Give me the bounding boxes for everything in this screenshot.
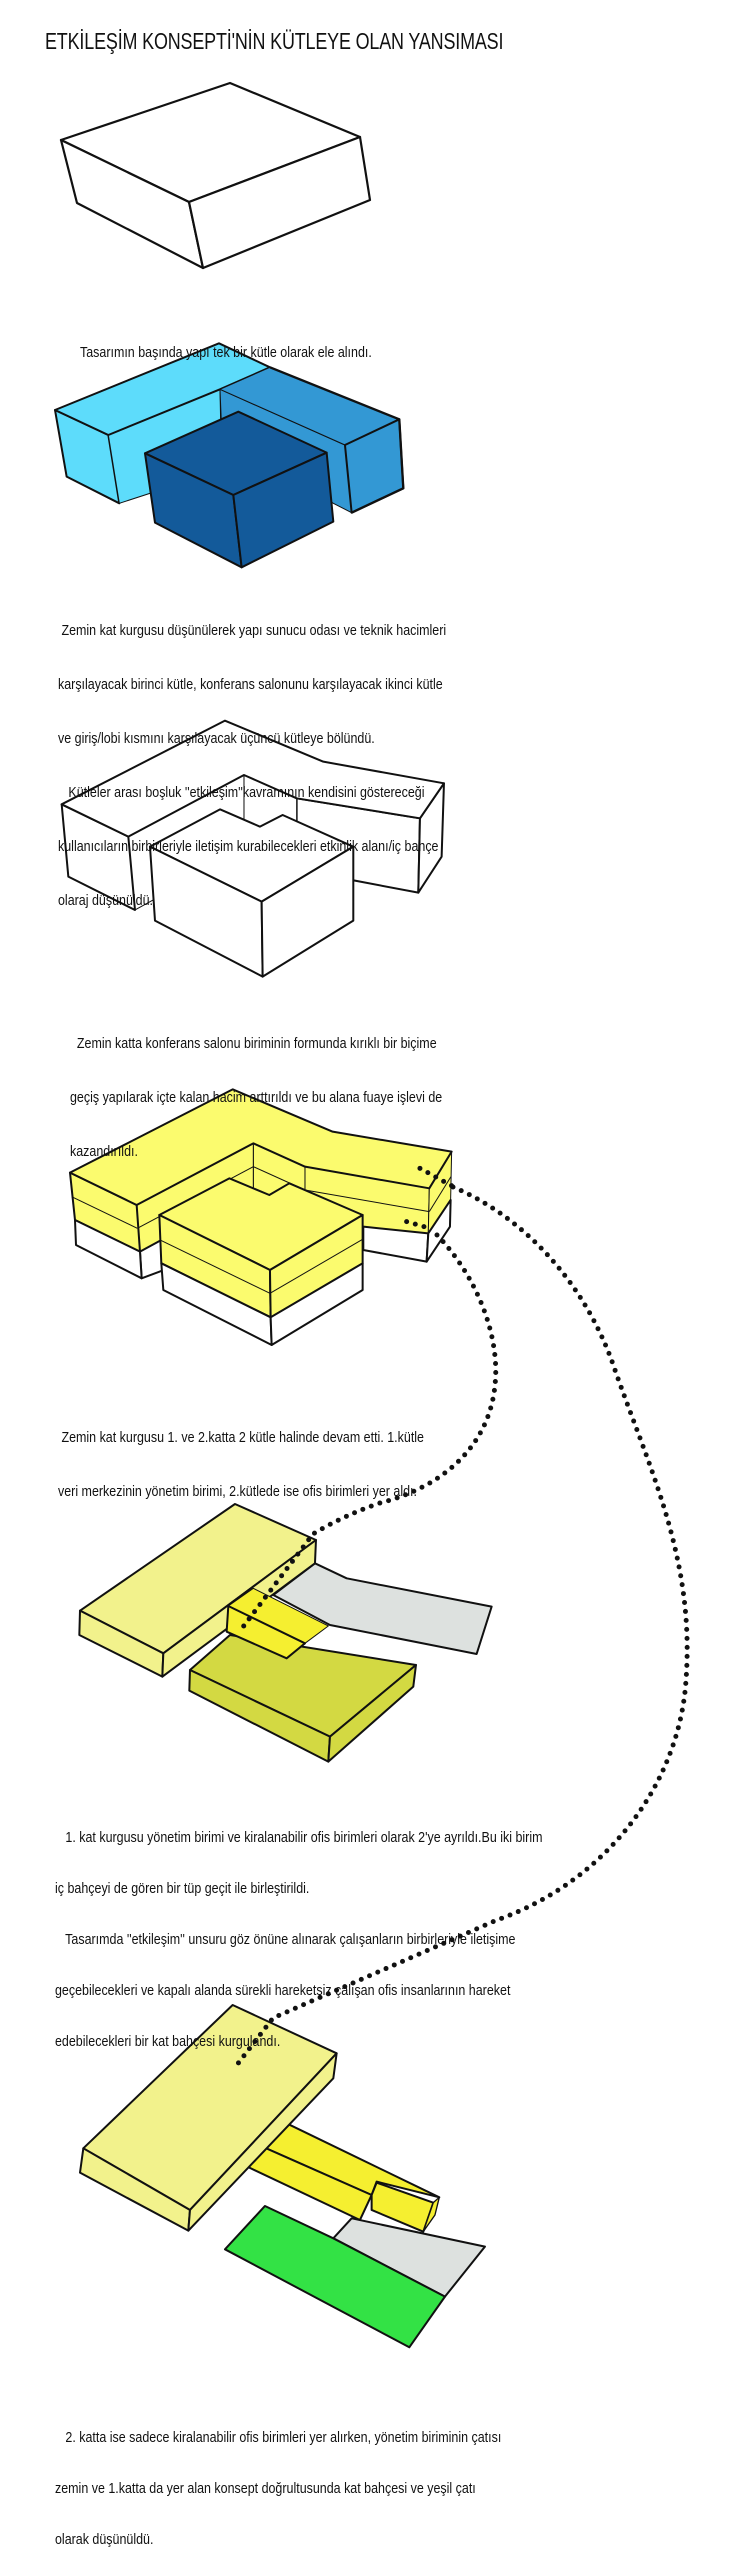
arm-left-face-ground: [73, 1218, 143, 1280]
page-title: ETKİLEŞİM KONSEPTİ'NİN KÜTLEYE OLAN YANS…: [45, 28, 504, 54]
caption-line: Kütleler arası boşluk ''etkileşim''kavra…: [58, 785, 425, 801]
caption-step-3: Zemin katta konferans salonu biriminin f…: [70, 999, 442, 1179]
diagram-first-floor: [78, 1502, 493, 1763]
dotted-connection-outer: [230, 1184, 690, 2073]
diagram-broken-form: [60, 719, 445, 978]
dotted-connection-inner: [240, 1232, 499, 1630]
caption-line: geçiş yapılarak içte kalan hacim arttırı…: [70, 1090, 443, 1106]
diagram-second-floor: [78, 2003, 486, 2349]
connection-dots: [404, 1165, 456, 1231]
caption-step-4: Zemin kat kurgusu 1. ve 2.katta 2 kütle …: [58, 1393, 424, 1519]
caption-line: Zemin kat kurgusu düşünülerek yapı sunuc…: [58, 623, 447, 639]
caption-line: ve giriş/lobi kısmını karşılayacak üçünc…: [58, 731, 375, 747]
diagram-floors: [68, 1088, 456, 1346]
caption-line: olarak düşünüldü.: [55, 2532, 154, 2548]
caption-line: edebilecekleri bir kat bahçesi kurguland…: [55, 2034, 281, 2050]
diagram-three-masses: [53, 342, 405, 569]
caption-line: Zemin katta konferans salonu biriminin f…: [70, 1036, 437, 1052]
caption-step-5: 1. kat kurgusu yönetim birimi ve kiralan…: [55, 1796, 542, 2068]
caption-line: 1. kat kurgusu yönetim birimi ve kiralan…: [55, 1830, 543, 1846]
caption-step-1: Tasarımın başında yapı tek bir kütle ola…: [80, 308, 372, 380]
caption-line: veri merkezinin yönetim birimi, 2.kütled…: [58, 1484, 417, 1500]
caption-line: Tasarımda ''etkileşim'' unsuru göz önüne…: [55, 1932, 516, 1948]
green-roof: [223, 2204, 446, 2349]
caption-line: Tasarımın başında yapı tek bir kütle ola…: [80, 345, 372, 361]
wing-right-face-ground: [425, 1198, 452, 1263]
caption-line: kazandırıldı.: [70, 1144, 138, 1160]
caption-line: iç bahçeyi de gören bir tüp geçit ile bi…: [55, 1881, 310, 1897]
caption-line: karşılayacak birinci kütle, konferans sa…: [58, 677, 443, 693]
wing-ground-face: [362, 1225, 430, 1263]
office-bar-step-front: [370, 2181, 435, 2233]
caption-line: zemin ve 1.katta da yer alan konsept doğ…: [55, 2481, 476, 2497]
caption-step-6: 2. katta ise sadece kiralanabilir ofis b…: [55, 2396, 501, 2566]
office-block-right: [327, 1663, 417, 1763]
caption-line: 2. katta ise sadece kiralanabilir ofis b…: [55, 2430, 502, 2446]
office-bar-step-end: [422, 2196, 440, 2233]
caption-line: olaraj düşünüldü.: [58, 893, 153, 909]
tube-passage-front: [225, 1604, 306, 1660]
caption-line: Zemin kat kurgusu 1. ve 2.katta 2 kütle …: [58, 1430, 424, 1446]
diagram-single-mass: [59, 81, 372, 270]
caption-line: geçebilecekleri ve kapalı alanda sürekli…: [55, 1983, 511, 1999]
management-roof-right: [187, 2052, 338, 2232]
office-mass-right-ground: [269, 1262, 364, 1346]
caption-line: kullanıcıların birbirleriyle iletişim ku…: [58, 839, 439, 855]
caption-step-2: Zemin kat kurgusu düşünülerek yapı sunuc…: [58, 586, 446, 928]
